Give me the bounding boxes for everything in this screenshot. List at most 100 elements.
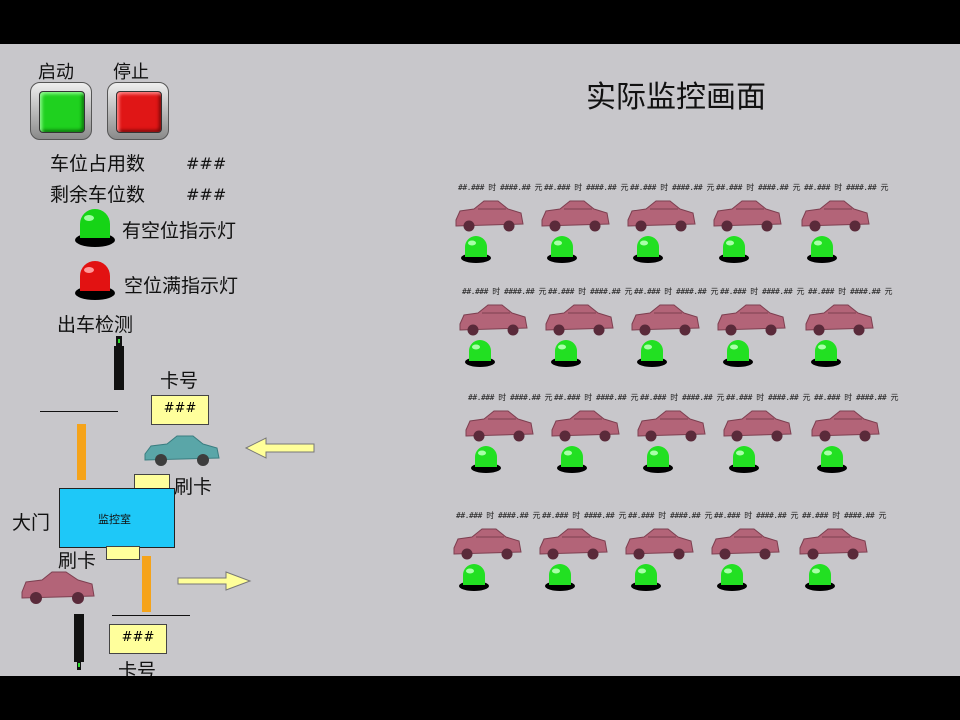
card-no-label: 卡号 bbox=[160, 370, 199, 392]
slot-lamp-icon bbox=[633, 236, 663, 263]
car-icon bbox=[455, 200, 524, 232]
car-icon bbox=[799, 528, 868, 560]
exit-detect-label: 出车检测 bbox=[57, 314, 134, 336]
exit-sensor-icon bbox=[114, 336, 124, 390]
exit-line bbox=[112, 615, 190, 616]
slot-info: ##.### 时 ####.## 元 bbox=[802, 511, 887, 520]
car-icon bbox=[637, 410, 706, 442]
parking-slot: ##.### 时 ####.## 元 bbox=[540, 182, 629, 280]
entry-gate-bar bbox=[77, 424, 86, 480]
slot-info: ##.### 时 ####.## 元 bbox=[544, 183, 629, 192]
full-lamp-icon bbox=[75, 261, 115, 300]
slot-lamp-icon bbox=[807, 236, 837, 263]
slot-info: ##.### 时 ####.## 元 bbox=[640, 393, 725, 402]
available-lamp-icon bbox=[75, 209, 115, 247]
slot-lamp-icon bbox=[547, 236, 577, 263]
slot-lamp-icon bbox=[631, 564, 661, 591]
start-button[interactable] bbox=[30, 82, 92, 140]
slot-info: ##.### 时 ####.## 元 bbox=[804, 183, 889, 192]
slot-info: ##.### 时 ####.## 元 bbox=[720, 287, 805, 296]
parking-slot: ##.### 时 ####.## 元 bbox=[624, 510, 713, 608]
exit-card-reader[interactable] bbox=[106, 546, 140, 560]
car-icon bbox=[625, 528, 694, 560]
exit-swipe-label: 刷卡 bbox=[58, 550, 97, 572]
car-icon bbox=[459, 304, 528, 336]
car-icon bbox=[545, 304, 614, 336]
parking-slot: ##.### 时 ####.## 元 bbox=[716, 286, 805, 384]
parking-slot: ##.### 时 ####.## 元 bbox=[464, 392, 553, 490]
car-icon bbox=[465, 410, 534, 442]
slot-info: ##.### 时 ####.## 元 bbox=[714, 511, 799, 520]
slot-info: ##.### 时 ####.## 元 bbox=[634, 287, 719, 296]
exit-card-no-label: 卡号 bbox=[118, 660, 157, 676]
car-icon bbox=[627, 200, 696, 232]
hmi-screen: 启动 停止 实际监控画面 车位占用数 ### 剩余车位数 ### 有空位指示灯 … bbox=[0, 44, 960, 676]
slot-info: ##.### 时 ####.## 元 bbox=[462, 287, 547, 296]
slot-info: ##.### 时 ####.## 元 bbox=[468, 393, 553, 402]
slot-lamp-icon bbox=[557, 446, 587, 473]
slot-info: ##.### 时 ####.## 元 bbox=[716, 183, 801, 192]
available-lamp-label: 有空位指示灯 bbox=[122, 220, 237, 242]
stop-button[interactable] bbox=[107, 82, 169, 140]
parking-slot: ##.### 时 ####.## 元 bbox=[712, 182, 801, 280]
parking-slot: ##.### 时 ####.## 元 bbox=[722, 392, 811, 490]
car-icon bbox=[805, 304, 874, 336]
slot-info: ##.### 时 ####.## 元 bbox=[726, 393, 811, 402]
stop-label: 停止 bbox=[113, 62, 149, 83]
slot-info: ##.### 时 ####.## 元 bbox=[542, 511, 627, 520]
slot-info: ##.### 时 ####.## 元 bbox=[814, 393, 899, 402]
parking-slot: ##.### 时 ####.## 元 bbox=[630, 286, 719, 384]
right-arrow-icon bbox=[177, 571, 252, 591]
control-room-label: 监控室 bbox=[98, 513, 131, 526]
parking-slot: ##.### 时 ####.## 元 bbox=[544, 286, 633, 384]
slot-info: ##.### 时 ####.## 元 bbox=[630, 183, 715, 192]
slot-lamp-icon bbox=[461, 236, 491, 263]
page-title: 实际监控画面 bbox=[586, 80, 766, 115]
slot-info: ##.### 时 ####.## 元 bbox=[458, 183, 543, 192]
parking-slot: ##.### 时 ####.## 元 bbox=[636, 392, 725, 490]
car-icon bbox=[713, 200, 782, 232]
slot-info: ##.### 时 ####.## 元 bbox=[456, 511, 541, 520]
slot-lamp-icon bbox=[717, 564, 747, 591]
parking-slot: ##.### 时 ####.## 元 bbox=[538, 510, 627, 608]
parking-slot: ##.### 时 ####.## 元 bbox=[626, 182, 715, 280]
slot-lamp-icon bbox=[551, 340, 581, 367]
exiting-car-icon bbox=[21, 571, 95, 604]
occupied-label: 车位占用数 bbox=[50, 153, 146, 175]
slot-lamp-icon bbox=[471, 446, 501, 473]
entry-card-reader[interactable] bbox=[134, 474, 170, 489]
car-icon bbox=[717, 304, 786, 336]
slot-lamp-icon bbox=[459, 564, 489, 591]
entering-car-icon bbox=[144, 435, 220, 466]
exit-gate-bar bbox=[142, 556, 151, 612]
slot-lamp-icon bbox=[811, 340, 841, 367]
slot-lamp-icon bbox=[637, 340, 667, 367]
exit-lower-sensor-icon bbox=[74, 614, 84, 670]
parking-slot: ##.### 时 ####.## 元 bbox=[550, 392, 639, 490]
entry-swipe-label: 刷卡 bbox=[174, 476, 213, 498]
car-icon bbox=[811, 410, 880, 442]
slot-lamp-icon bbox=[817, 446, 847, 473]
parking-slot: ##.### 时 ####.## 元 bbox=[458, 286, 547, 384]
slot-info: ##.### 时 ####.## 元 bbox=[554, 393, 639, 402]
parking-slot: ##.### 时 ####.## 元 bbox=[798, 510, 887, 608]
remaining-value: ### bbox=[186, 185, 227, 204]
gate-label: 大门 bbox=[12, 512, 51, 534]
parking-slot: ##.### 时 ####.## 元 bbox=[804, 286, 893, 384]
slot-lamp-icon bbox=[719, 236, 749, 263]
car-icon bbox=[801, 200, 870, 232]
slot-lamp-icon bbox=[805, 564, 835, 591]
car-icon bbox=[631, 304, 700, 336]
car-icon bbox=[541, 200, 610, 232]
exit-card-no-field: ### bbox=[109, 624, 167, 654]
start-button-face bbox=[39, 91, 85, 133]
entrance-line bbox=[40, 411, 118, 412]
slot-lamp-icon bbox=[723, 340, 753, 367]
car-icon bbox=[711, 528, 780, 560]
parking-slot: ##.### 时 ####.## 元 bbox=[452, 510, 541, 608]
car-icon bbox=[539, 528, 608, 560]
parking-slot: ##.### 时 ####.## 元 bbox=[454, 182, 543, 280]
occupied-value: ### bbox=[186, 154, 227, 173]
stop-button-face bbox=[116, 91, 162, 133]
parking-slot: ##.### 时 ####.## 元 bbox=[800, 182, 889, 280]
